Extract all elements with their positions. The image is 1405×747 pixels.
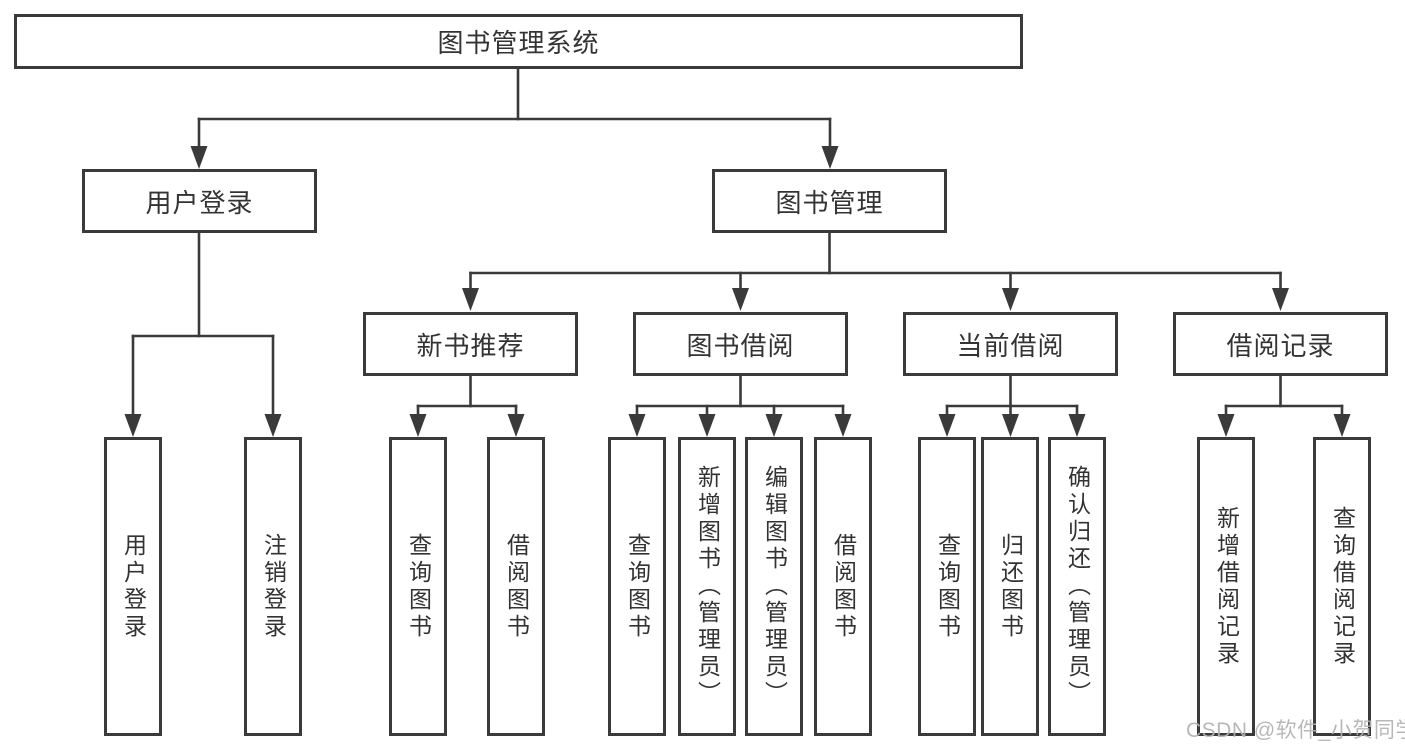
leaf-add-borrow-record: 新增借阅记录 (1197, 437, 1255, 736)
leaf-query-books-borrow: 查询图书 (608, 437, 666, 736)
node-borrow-records: 借阅记录 (1173, 312, 1388, 376)
leaf-query-books-recommend: 查询图书 (389, 437, 447, 736)
arrowheads (124, 146, 1351, 437)
leaf-confirm-return-admin: 确认归还（管理员） (1048, 437, 1106, 736)
node-book-borrow: 图书借阅 (633, 312, 848, 376)
leaf-query-books-borrow-label: 查询图书 (624, 532, 651, 641)
node-new-book-recommend: 新书推荐 (363, 312, 578, 376)
leaf-borrow-books-recommend: 借阅图书 (487, 437, 545, 736)
node-book-management: 图书管理 (712, 169, 947, 233)
watermark: CSDN @软件_小贺同学 (1186, 719, 1405, 742)
leaf-confirm-return-admin-label: 确认归还（管理员） (1064, 465, 1091, 708)
leaf-add-borrow-record-label: 新增借阅记录 (1213, 505, 1240, 668)
node-book-borrow-label: 图书借阅 (686, 330, 795, 361)
leaf-logout-label: 注销登录 (260, 532, 287, 641)
leaf-query-borrow-record: 查询借阅记录 (1313, 437, 1371, 736)
leaf-edit-book-admin: 编辑图书（管理员） (745, 437, 803, 736)
node-book-management-label: 图书管理 (775, 187, 884, 218)
leaf-return-books: 归还图书 (981, 437, 1039, 736)
leaf-borrow-books: 借阅图书 (814, 437, 872, 736)
leaf-query-books-current-label: 查询图书 (934, 532, 961, 641)
node-borrow-records-label: 借阅记录 (1226, 330, 1335, 361)
node-user-login: 用户登录 (82, 169, 317, 233)
node-user-login-label: 用户登录 (145, 187, 254, 218)
leaf-borrow-books-label: 借阅图书 (830, 532, 857, 641)
leaf-query-borrow-record-label: 查询借阅记录 (1329, 505, 1356, 668)
leaf-return-books-label: 归还图书 (997, 532, 1024, 641)
leaf-add-book-admin-label: 新增图书（管理员） (694, 465, 721, 708)
node-current-borrow-label: 当前借阅 (956, 330, 1065, 361)
node-current-borrow: 当前借阅 (903, 312, 1118, 376)
leaf-borrow-books-recommend-label: 借阅图书 (503, 532, 530, 641)
node-root: 图书管理系统 (14, 14, 1023, 69)
leaf-query-books-recommend-label: 查询图书 (405, 532, 432, 641)
node-new-book-recommend-label: 新书推荐 (416, 330, 525, 361)
leaf-add-book-admin: 新增图书（管理员） (678, 437, 736, 736)
node-root-label: 图书管理系统 (437, 28, 600, 58)
leaf-query-books-current: 查询图书 (918, 437, 976, 736)
leaf-user-login-label: 用户登录 (120, 532, 147, 641)
leaf-edit-book-admin-label: 编辑图书（管理员） (761, 465, 788, 708)
leaf-logout: 注销登录 (244, 437, 302, 736)
leaf-user-login: 用户登录 (104, 437, 162, 736)
